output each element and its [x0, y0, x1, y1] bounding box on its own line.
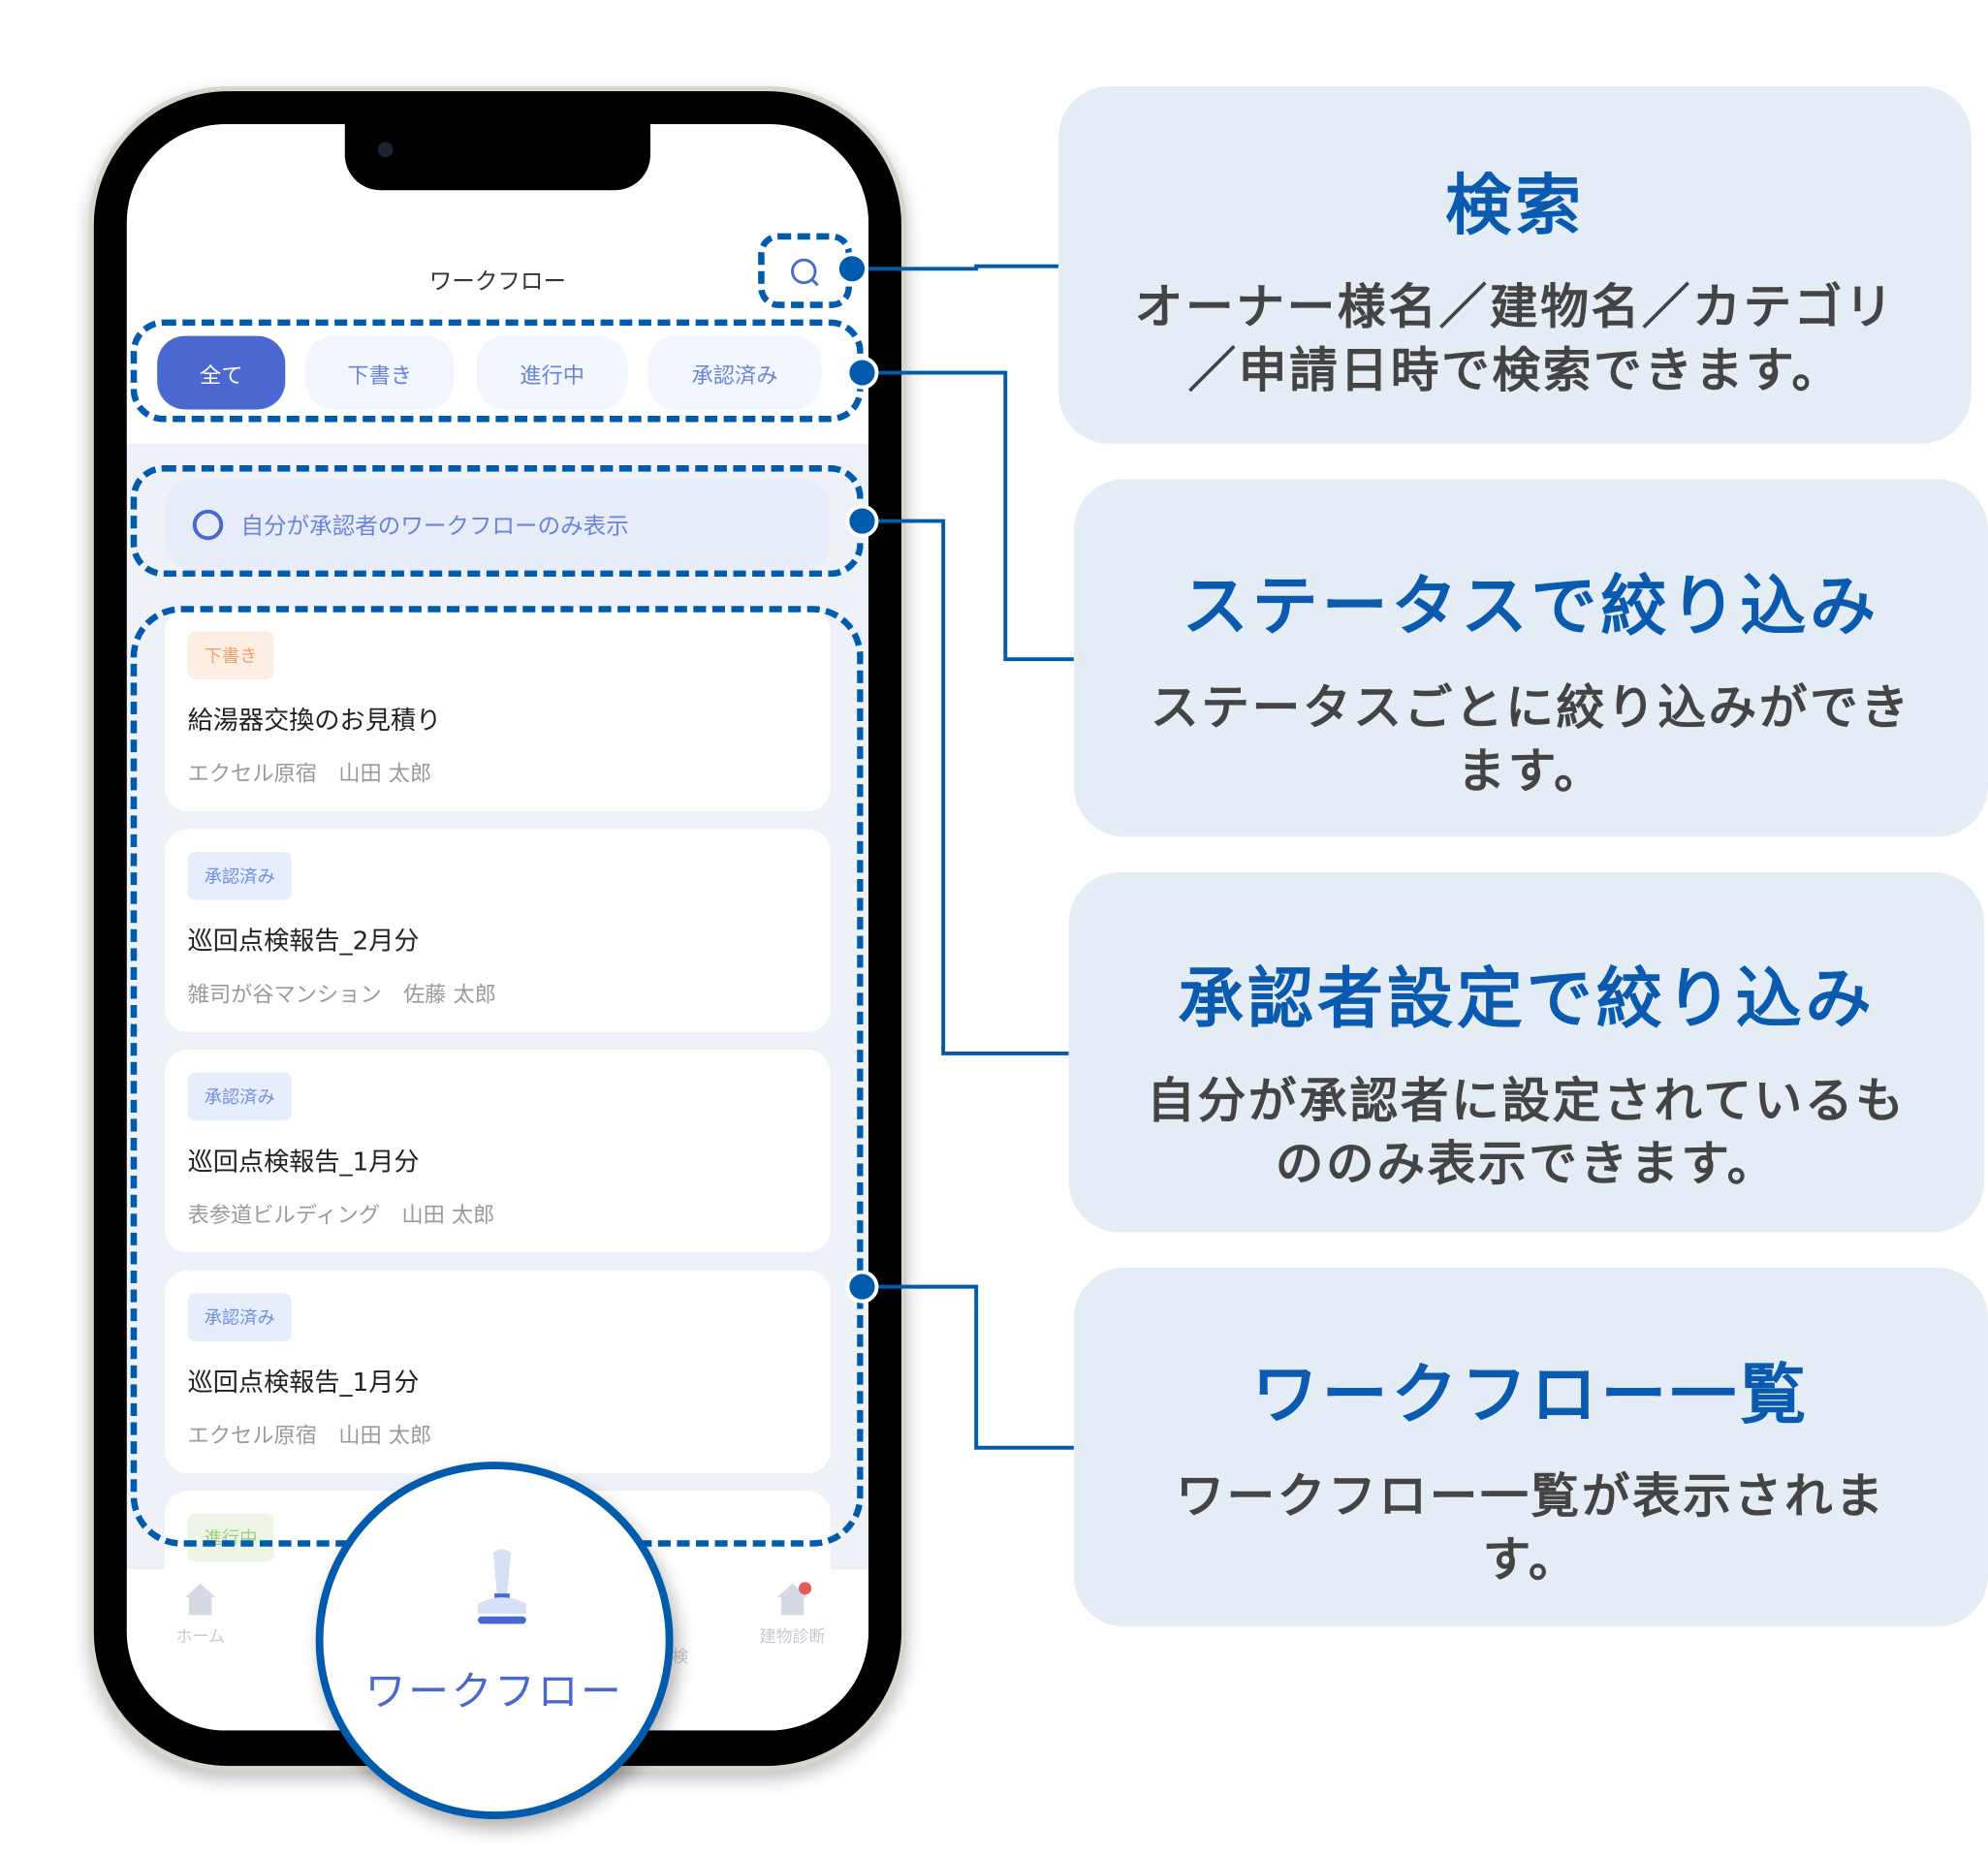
callout-search: 検索 オーナー様名／建物名／カテゴリ／申請日時で検索できます。 — [1058, 85, 1972, 444]
callout-approver-filter: 承認者設定で絞り込み 自分が承認者に設定されているもののみ表示できます。 — [1068, 871, 1985, 1233]
connector-dot — [845, 504, 879, 538]
workflow-tab-label: ワークフロー — [364, 1667, 624, 1715]
stamp-icon — [478, 1549, 526, 1624]
status-badge: 下書き — [187, 631, 274, 680]
filter-label: 自分が承認者のワークフローのみ表示 — [240, 513, 629, 541]
tab-in-progress[interactable]: 進行中 — [476, 335, 628, 410]
card-title: 巡回点検報告_1月分 — [187, 1146, 420, 1177]
card-meta: 表参道ビルディング 山田 太郎 — [187, 1203, 495, 1229]
card-meta: エクセル原宿 山田 太郎 — [187, 762, 432, 788]
callout-status-filter: ステータスで絞り込み ステータスごとに絞り込みができます。 — [1073, 479, 1988, 837]
connector-dot — [845, 356, 879, 390]
callout-title: 検索 — [1445, 168, 1585, 245]
card-meta: 雑司が谷マンション 佐藤 太郎 — [187, 982, 496, 1008]
tab-approved[interactable]: 承認済み — [647, 335, 822, 410]
card-title: 給湯器交換のお見積り — [187, 705, 442, 736]
tabbar-diagnosis[interactable]: 建物診断 — [750, 1580, 834, 1647]
building-diagnosis-icon — [776, 1582, 812, 1616]
callout-title: 承認者設定で絞り込み — [1178, 961, 1876, 1039]
workflow-card[interactable]: 承認済み 巡回点検報告_1月分 エクセル原宿 山田 太郎 — [165, 1270, 831, 1473]
tabbar-diagnosis-label: 建物診断 — [759, 1627, 826, 1648]
tabbar-home-label: ホーム — [175, 1627, 225, 1648]
workflow-card[interactable]: 承認済み 巡回点検報告_2月分 雑司が谷マンション 佐藤 太郎 — [165, 829, 831, 1032]
callout-title: ワークフロー一覧 — [1251, 1357, 1811, 1434]
callout-body: ステータスごとに絞り込みができます。 — [1150, 679, 1911, 800]
workflow-card[interactable]: 下書き 給湯器交換のお見積り エクセル原宿 山田 太郎 — [165, 608, 831, 812]
tabbar-partial-label: 検 — [672, 1648, 689, 1668]
status-badge: 承認済み — [187, 1293, 292, 1341]
workflow-tab-magnifier[interactable]: ワークフロー — [315, 1462, 674, 1819]
search-icon[interactable] — [789, 256, 822, 289]
status-badge: 承認済み — [187, 851, 292, 900]
camera — [377, 142, 394, 158]
connector-dot — [845, 1270, 879, 1304]
connector-dot — [835, 252, 868, 286]
page-title: ワークフロー — [428, 268, 567, 296]
card-title: 巡回点検報告_1月分 — [187, 1367, 420, 1398]
tab-all[interactable]: 全て — [157, 335, 286, 410]
card-title: 巡回点検報告_2月分 — [187, 925, 420, 957]
callout-body: オーナー様名／建物名／カテゴリ／申請日時で検索できます。 — [1134, 278, 1896, 398]
callout-workflow-list: ワークフロー一覧 ワークフロー一覧が表示されます。 — [1073, 1268, 1988, 1627]
status-badge: 承認済み — [187, 1072, 292, 1121]
workflow-card[interactable]: 承認済み 巡回点検報告_1月分 表参道ビルディング 山田 太郎 — [165, 1050, 831, 1253]
radio-icon[interactable] — [192, 509, 224, 541]
tabbar-home[interactable]: ホーム — [165, 1580, 236, 1647]
approver-filter-toggle[interactable]: 自分が承認者のワークフローのみ表示 — [165, 479, 831, 571]
card-meta: エクセル原宿 山田 太郎 — [187, 1423, 432, 1450]
callout-body: ワークフロー一覧が表示されます。 — [1176, 1467, 1886, 1588]
tab-draft[interactable]: 下書き — [305, 335, 455, 410]
home-icon — [184, 1583, 216, 1616]
callout-title: ステータスで絞り込み — [1182, 569, 1880, 645]
callout-body: 自分が承認者に設定されているもののみ表示できます。 — [1147, 1072, 1907, 1192]
phone-notch — [344, 121, 651, 191]
